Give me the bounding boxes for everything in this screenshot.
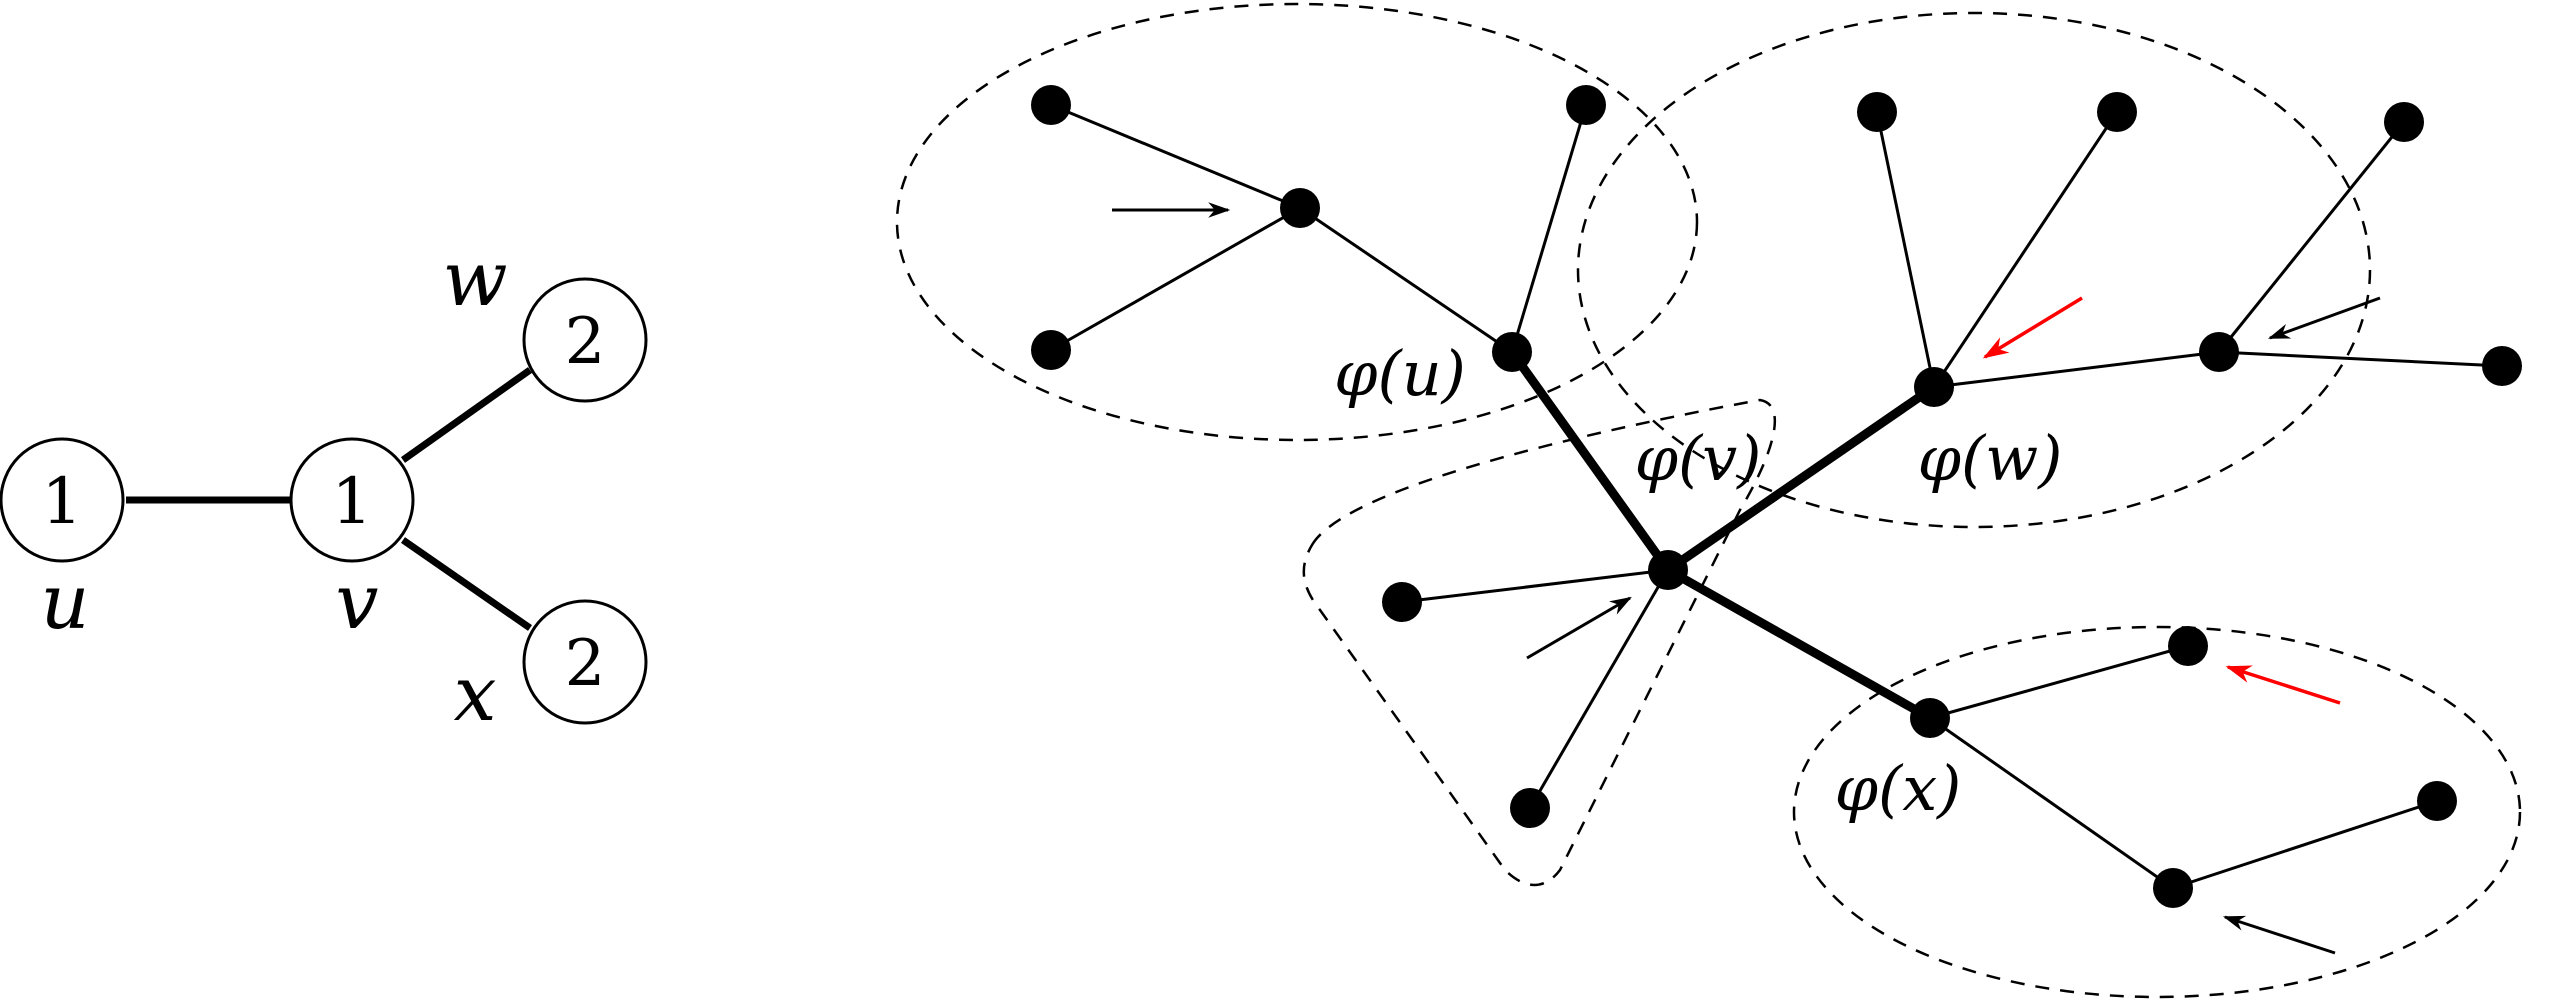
edge-v2 [1528,569,1670,809]
backbone-edge-v-w [1663,382,1939,575]
vertex [1910,698,1950,738]
left-edge-v-x [401,537,532,631]
edge-x2 [1929,716,2174,890]
edge-w4 [2217,121,2406,353]
vertex [1914,367,1954,407]
edge-w3 [1933,350,2220,389]
region-label-phi-x: φ(x) [1835,752,1962,825]
left-node-w-value: 2 [565,305,606,379]
vertex [1857,92,1897,132]
vertex [1510,788,1550,828]
left-label-x: x [454,649,497,738]
left-edge-v-w [400,367,533,463]
vertex [2097,92,2137,132]
edge-u3 [1299,206,1513,354]
edge-u1 [1050,103,1301,210]
edge-u2 [1050,206,1301,352]
edge-x1 [1929,644,2189,720]
backbone-edge-u-v [1507,347,1673,575]
right-graph: φ(u) φ(v) φ(w) φ(x) [895,2,2522,999]
arrow-black-v [1526,596,1632,660]
left-node-w: 2 [522,277,648,403]
vertex [2153,868,2193,908]
vertex [1492,332,1532,372]
left-node-v-circle [289,437,415,563]
region-phi-x-outline [1792,625,2522,999]
left-node-u-circle [0,437,125,563]
left-node-w-circle [522,277,648,403]
vertex [1382,582,1422,622]
region-phi-v-outline [1302,398,1776,887]
region-label-phi-u: φ(u) [1334,337,1466,410]
arrow-red-x [2225,665,2341,705]
vertex [1031,330,1071,370]
region-label-phi-v: φ(v) [1635,422,1762,495]
edge-v1 [1401,568,1669,604]
vertex [1648,550,1688,590]
vertex [2199,332,2239,372]
left-node-x: 2 [522,599,648,725]
backbone-edge-v-x [1663,565,1935,723]
region-label-phi-w: φ(w) [1918,422,2063,495]
left-node-x-value: 2 [565,627,606,701]
edge-w1 [1875,111,1936,388]
left-node-v: 1 [289,437,415,563]
left-label-v: v [336,557,379,646]
edge-x3 [2172,799,2438,890]
left-node-u-value: 1 [42,465,83,539]
edge-w5 [2218,350,2503,368]
vertex [2384,102,2424,142]
left-node-v-value: 1 [332,465,373,539]
region-phi-w-outline [1576,11,2372,529]
edge-w2 [1932,111,2119,388]
vertex [2482,346,2522,386]
region-phi-u-outline [895,2,1699,442]
arrow-red-w [1982,296,2083,359]
left-node-u: 1 [0,437,125,563]
left-label-u: u [41,557,90,646]
arrow-black-w [2267,296,2381,340]
left-label-w: w [442,234,507,323]
arrow-black-x [2222,915,2336,955]
left-node-x-circle [522,599,648,725]
vertex [2417,781,2457,821]
left-graph: 1 1 2 2 u v w x [0,234,648,738]
vertex [1566,85,1606,125]
vertex [1031,85,1071,125]
edge-u4 [1510,104,1588,353]
vertex [1280,188,1320,228]
vertex [2168,626,2208,666]
